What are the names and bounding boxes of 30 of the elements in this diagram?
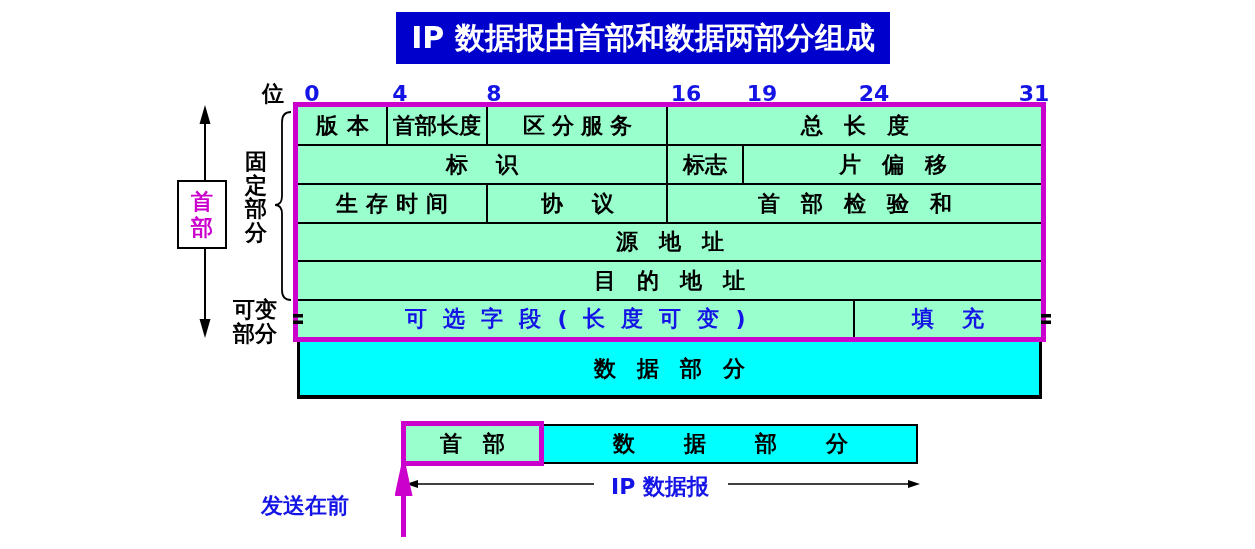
field-cell: 生存时间: [298, 185, 488, 224]
section-label: 固定部分: [244, 150, 268, 244]
section-label: 可变部分: [232, 298, 278, 346]
bit-number: 24: [858, 81, 890, 107]
title: IP 数据报由首部和数据两部分组成: [396, 12, 890, 64]
field-cell: 片偏移: [744, 146, 1041, 185]
field-cell: 首部长度: [388, 107, 488, 146]
note-label: 发送在前: [261, 493, 349, 519]
field-cell: 标识: [298, 146, 668, 185]
field-cell: 源地址: [298, 224, 1041, 262]
bit-number: 4: [392, 81, 408, 107]
bit-number: 0: [304, 81, 320, 107]
bit-number: 19: [746, 81, 778, 107]
header-label-box: 首部: [177, 180, 227, 249]
header-box: 首部: [401, 421, 544, 466]
bit-number: 16: [670, 81, 702, 107]
field-cell: 填充: [855, 301, 1041, 337]
field-cell: 总长度: [668, 107, 1041, 146]
bit-number: 31: [1018, 81, 1050, 107]
header-frame: [293, 102, 1046, 342]
field-cell: 协议: [488, 185, 668, 224]
field-cell: 首部检验和: [668, 185, 1041, 224]
field-cell: 标志: [668, 146, 744, 185]
field-cell: 区分服务: [488, 107, 668, 146]
bit-axis-label: 位: [262, 81, 284, 107]
field-cell: 目的地址: [298, 262, 1041, 301]
data-part-box: 数据部分: [297, 342, 1042, 399]
bit-number: 8: [486, 81, 502, 107]
field-cell: 版本: [298, 107, 388, 146]
data-part-box: 数据部分: [544, 424, 918, 464]
